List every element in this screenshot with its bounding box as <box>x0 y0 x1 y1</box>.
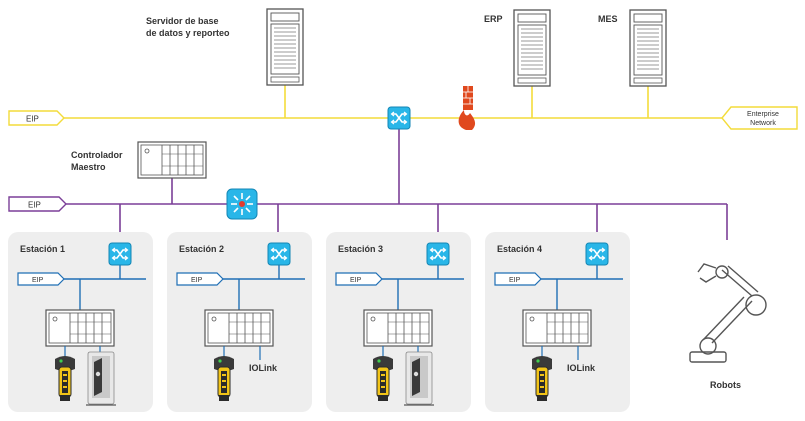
station-1: Estación 1 EIP <box>8 232 153 412</box>
station-title: Estación 2 <box>179 244 224 254</box>
database-server-label-2: de datos y reporteo <box>146 28 230 38</box>
station-title: Estación 4 <box>497 244 542 254</box>
control-eip-text: EIP <box>28 201 41 210</box>
server-erp: ERP <box>484 9 551 87</box>
plc-rack-icon <box>522 309 592 347</box>
server-tower-icon <box>513 9 551 87</box>
plc-rack-icon <box>45 309 115 347</box>
iolink-label: IOLink <box>567 363 596 373</box>
server-tower-icon <box>266 8 304 86</box>
station-eip-text: EIP <box>191 277 203 284</box>
enterprise-network-line1: Enterprise <box>747 111 779 118</box>
erp-label: ERP <box>484 14 503 24</box>
station-eip-tag: EIP <box>17 272 65 286</box>
robot-arm-icon <box>689 263 767 363</box>
station-3: Estación 3 EIP <box>326 232 471 412</box>
station-eip-text: EIP <box>509 277 521 284</box>
station-eip-tag: EIP <box>494 272 542 286</box>
control-bus <box>66 177 728 242</box>
network-switch-icon <box>585 242 609 266</box>
server-mes: MES <box>598 9 667 87</box>
station-4: Estación 4 EIP IOLink <box>485 232 630 412</box>
master-controller-label-2: Maestro <box>71 162 106 172</box>
robot: Robots <box>689 263 767 390</box>
station-eip-tag: EIP <box>335 272 383 286</box>
enterprise-network-line2: Network <box>750 120 776 127</box>
master-controller: Controlador Maestro <box>71 141 207 179</box>
mes-label: MES <box>598 14 618 24</box>
io-module-icon <box>85 351 117 406</box>
master-controller-label-1: Controlador <box>71 150 123 160</box>
network-switch-icon <box>267 242 291 266</box>
plc-rack-icon <box>363 309 433 347</box>
robots-label: Robots <box>710 380 741 390</box>
enterprise-eip-text: EIP <box>26 115 39 124</box>
station-eip-text: EIP <box>32 277 44 284</box>
database-server-label-1: Servidor de base <box>146 16 219 26</box>
network-switch-icon <box>426 242 450 266</box>
station-eip-tag: EIP <box>176 272 224 286</box>
enterprise-network-tag: Enterprise Network <box>721 106 798 130</box>
network-switch-icon <box>387 106 411 130</box>
firewall-icon <box>458 86 476 130</box>
station-title: Estación 3 <box>338 244 383 254</box>
plc-rack-icon <box>204 309 274 347</box>
iolink-label: IOLink <box>249 363 278 373</box>
server-tower-icon <box>629 9 667 87</box>
network-switch-icon <box>108 242 132 266</box>
plc-rack-icon <box>137 141 207 179</box>
io-module-icon <box>403 351 435 406</box>
station-2: Estación 2 EIP IOLink <box>167 232 312 412</box>
enterprise-eip-tag: EIP <box>8 110 65 126</box>
server-database: Servidor de base de datos y reporteo <box>146 8 304 86</box>
control-eip-tag: EIP <box>8 196 67 212</box>
station-title: Estación 1 <box>20 244 65 254</box>
router-hub-icon <box>226 188 258 220</box>
station-eip-text: EIP <box>350 277 362 284</box>
